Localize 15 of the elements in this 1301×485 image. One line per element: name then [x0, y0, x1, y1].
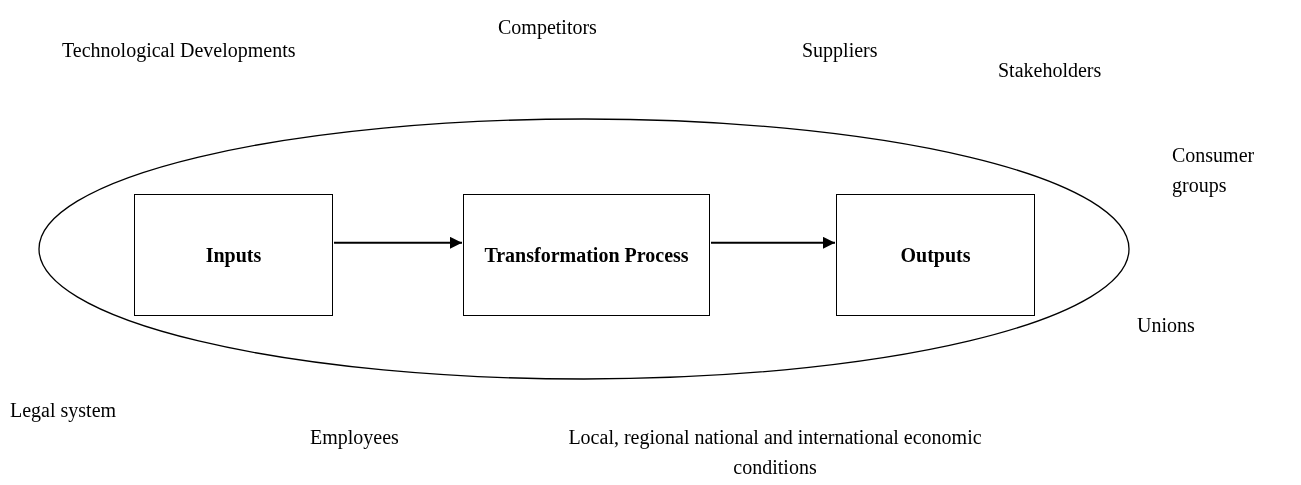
factor-label: Local, regional national and international economic conditions: [567, 425, 983, 480]
factor-label: Technological Developments: [62, 38, 296, 64]
factor-label: Suppliers: [802, 38, 878, 64]
process-box: Transformation Process: [463, 194, 710, 316]
factor-label: Stakeholders: [998, 58, 1102, 83]
boundary-ellipse: [38, 118, 1130, 380]
process-box: Outputs: [836, 194, 1035, 316]
factor-label: Competitors: [498, 15, 597, 41]
factor-label: Consumer groups: [1172, 143, 1256, 199]
arrow: [710, 236, 836, 249]
process-box: Inputs: [134, 194, 333, 316]
factor-label: Unions: [1137, 313, 1195, 338]
factor-label: Employees: [310, 425, 399, 451]
factor-label: Legal system: [10, 398, 117, 424]
arrow: [333, 236, 463, 249]
